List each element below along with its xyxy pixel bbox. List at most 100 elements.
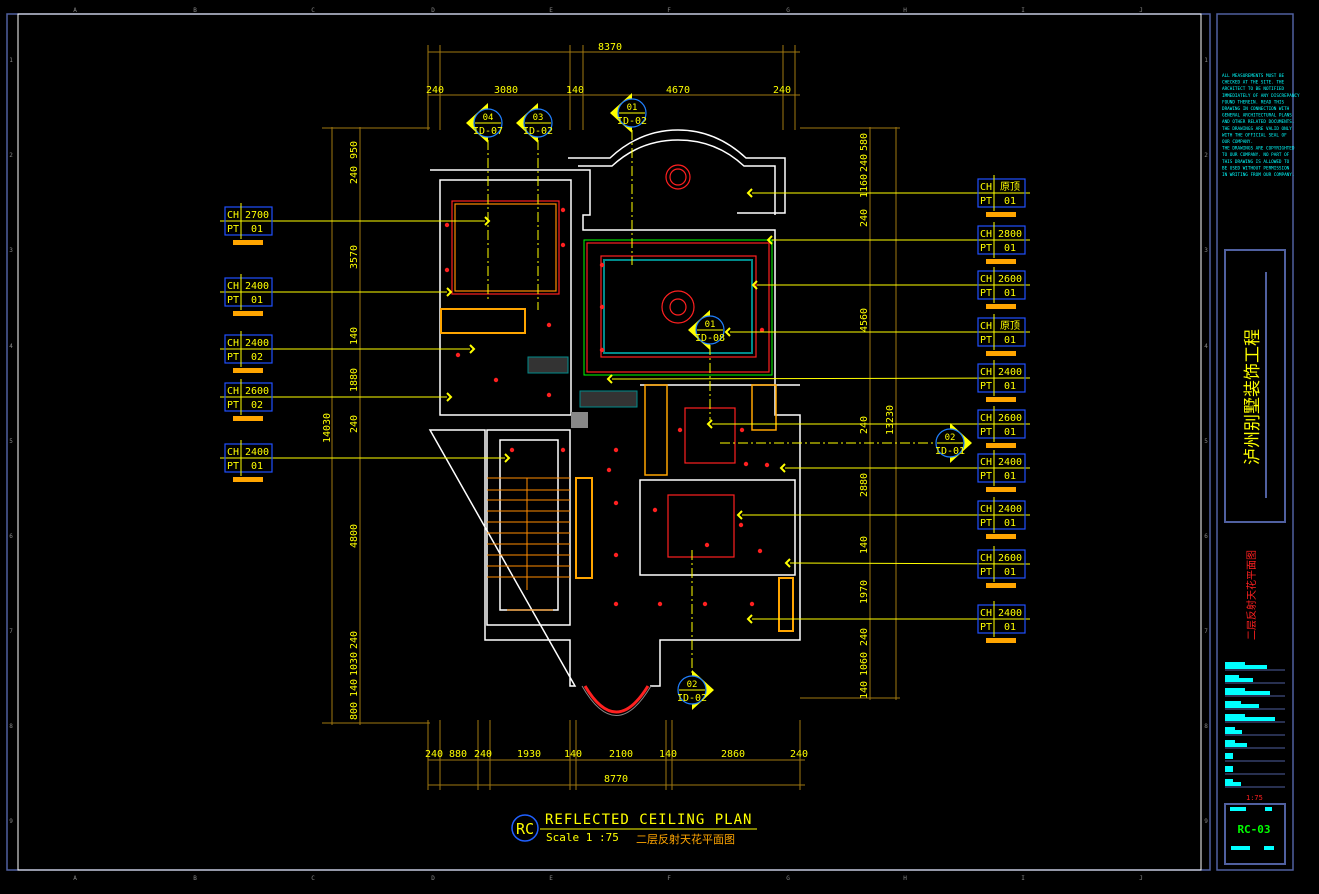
tag-box xyxy=(224,382,273,412)
tag-pt-label: PT xyxy=(980,196,992,207)
closet xyxy=(751,384,777,431)
marker-number: 04 xyxy=(483,113,494,123)
marker-sheet: ID-08 xyxy=(695,333,725,344)
ceiling-height-value: 2600 xyxy=(245,386,269,397)
dimension-text: 1970 xyxy=(859,580,870,604)
tag-pt-label: PT xyxy=(227,352,239,363)
wardrobe xyxy=(440,308,526,334)
grid-row-label: 4 xyxy=(1204,343,1208,350)
leader-line xyxy=(611,377,1031,380)
dimension-text: 1160 xyxy=(859,174,870,198)
dimension-text: 4800 xyxy=(349,524,360,548)
ceiling-recess xyxy=(451,200,560,295)
grid-column-label: I xyxy=(1021,7,1025,14)
tag-ch-label: CH xyxy=(980,504,992,515)
note-line: IMMEDIATELY OF ANY DISCREPANCY xyxy=(1222,93,1300,99)
dimension-text: 880 xyxy=(449,749,467,760)
dimension-text: 240 xyxy=(426,85,444,96)
ceiling-recess xyxy=(667,494,735,558)
arrow-icon xyxy=(606,374,613,384)
arrow-icon xyxy=(446,392,453,402)
material-note xyxy=(986,443,1016,448)
title-block-bar xyxy=(1264,846,1274,850)
grid-column-label: C xyxy=(311,875,315,882)
dimension-text: 3570 xyxy=(349,245,360,269)
note-line: DRAWING IN CONNECTION WITH xyxy=(1222,106,1290,112)
dimension-text: 1880 xyxy=(349,368,360,392)
note-line: GENERAL ARCHITECTURAL PLANS xyxy=(1222,113,1292,119)
ceiling-features xyxy=(440,130,940,680)
tag-pt-label: PT xyxy=(227,400,239,411)
floor-plan-walls xyxy=(428,129,801,716)
downlight-icon xyxy=(599,304,605,310)
title-scale: Scale 1 :75 xyxy=(546,831,619,844)
downlight-icon xyxy=(599,262,605,268)
dimension-text: 4670 xyxy=(666,85,690,96)
grid-column-label: I xyxy=(1021,875,1025,882)
grid-column-label: D xyxy=(431,7,435,14)
marker-number: 01 xyxy=(705,320,716,330)
grid-row-label: 2 xyxy=(1204,152,1208,159)
paint-code-value: 01 xyxy=(1004,471,1016,482)
tag-ch-label: CH xyxy=(227,447,239,458)
staircase xyxy=(487,477,570,611)
paint-code-value: 02 xyxy=(251,352,263,363)
material-note xyxy=(986,259,1016,264)
drawing-title: RC REFLECTED CEILING PLAN Scale 1 :75 二层… xyxy=(511,812,757,846)
ceiling-height-value: 2400 xyxy=(245,281,269,292)
room-wall xyxy=(639,479,796,576)
grid-row-label: 8 xyxy=(1204,723,1208,730)
dimension-text: 140 xyxy=(349,327,360,345)
marker-sheet: ID-02 xyxy=(523,126,553,137)
tag-box xyxy=(224,443,273,473)
dimension-text: 240 xyxy=(349,631,360,649)
material-note xyxy=(986,583,1016,588)
downlight-icon xyxy=(613,447,619,453)
tag-box xyxy=(977,549,1026,579)
dimension-text: 2880 xyxy=(859,473,870,497)
paint-code-value: 01 xyxy=(1004,567,1016,578)
ceiling-tray-outline xyxy=(583,239,773,376)
dimension-text: 2100 xyxy=(609,749,633,760)
material-note xyxy=(233,240,263,245)
tag-pt-label: PT xyxy=(980,381,992,392)
grid-row-label: 6 xyxy=(9,533,13,540)
grid-column-label: A xyxy=(73,7,77,14)
marker-sheet: ID-07 xyxy=(473,126,503,137)
dimension-text: 1930 xyxy=(517,749,541,760)
tag-box xyxy=(977,409,1026,439)
arrow-icon xyxy=(504,453,511,463)
downlight-icon xyxy=(599,347,605,353)
downlight-icon xyxy=(704,542,710,548)
pendant-light-icon xyxy=(665,164,691,190)
tag-box xyxy=(977,317,1026,347)
dimension-text: 4560 xyxy=(859,308,870,332)
grid-column-label: F xyxy=(667,7,671,14)
grid-row-label: 6 xyxy=(1204,533,1208,540)
grid-row-label: 1 xyxy=(9,57,13,64)
dimension-text: 1030 xyxy=(349,652,360,676)
cabinet xyxy=(579,390,638,408)
title-block-fields xyxy=(1225,662,1285,788)
note-line: BE USED WITHOUT PERMISSION xyxy=(1222,165,1290,171)
dimension-text: 140 xyxy=(566,85,584,96)
dimension-text: 240 xyxy=(790,749,808,760)
downlight-icon xyxy=(657,601,663,607)
stair-wall-inner xyxy=(499,439,559,611)
drawing-frame xyxy=(17,13,1202,871)
arrow-icon xyxy=(724,327,731,337)
note-line: THE DRAWINGS ARE COPYRIGHTED xyxy=(1222,146,1295,152)
title-badge-circle xyxy=(511,814,539,842)
